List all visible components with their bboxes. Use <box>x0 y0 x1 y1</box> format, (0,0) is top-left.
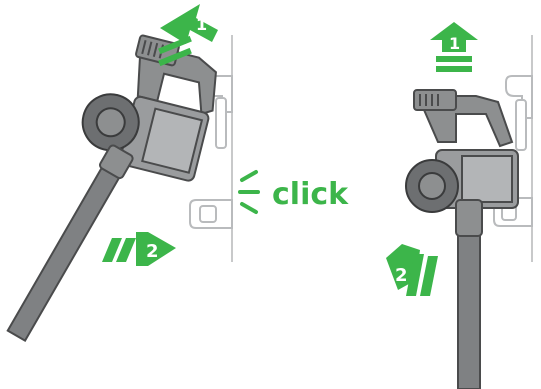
right-panel: 1 2 <box>386 22 532 389</box>
left-step2-number: 2 <box>146 241 159 262</box>
right-step2-number: 2 <box>395 265 408 286</box>
left-vacuum <box>6 21 226 371</box>
right-vacuum-tube <box>458 232 480 389</box>
right-step1-arrow: 1 <box>430 22 478 72</box>
right-step1-number: 1 <box>449 34 460 53</box>
left-wall-dock-lower <box>190 200 232 228</box>
click-label: click <box>272 177 349 212</box>
left-step1-number: 1 <box>196 15 207 34</box>
left-panel: 1 click 2 <box>6 4 349 371</box>
click-sound-icon <box>240 172 258 212</box>
right-vacuum <box>406 90 518 389</box>
left-step2-arrow: 2 <box>102 232 176 266</box>
right-step2-arrow: 2 <box>386 244 438 296</box>
